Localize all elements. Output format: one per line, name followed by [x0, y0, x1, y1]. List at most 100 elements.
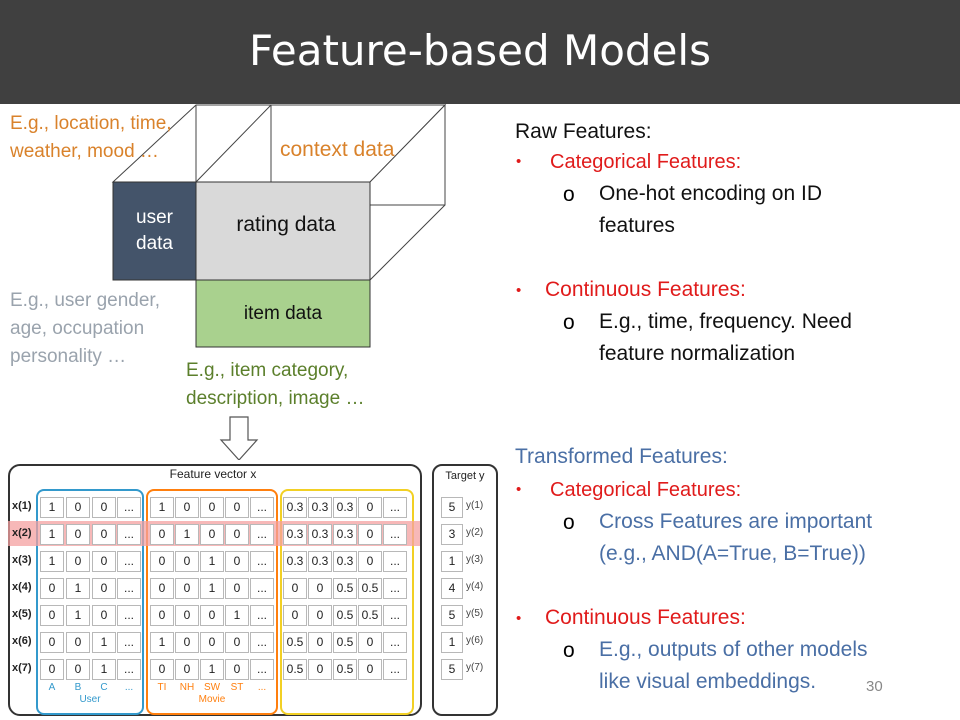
raw-cont-bullet: •	[516, 282, 522, 299]
user-cell: 0	[92, 497, 116, 518]
other-cell: ...	[383, 605, 407, 626]
trans-cont-sub-bullet: o	[563, 639, 575, 662]
title-bar	[0, 0, 960, 104]
rating-data-box	[195, 181, 371, 281]
movie-cell: 1	[200, 578, 224, 599]
user-cell: ...	[117, 551, 141, 572]
other-group-frame	[280, 489, 414, 715]
transformed-features-heading: Transformed Features:	[515, 445, 728, 468]
other-cell: ...	[383, 632, 407, 653]
target-cell: 5	[441, 497, 463, 518]
user-cell: ...	[117, 632, 141, 653]
target-label: y(3)	[466, 554, 484, 565]
raw-cat-bullet: •	[516, 153, 522, 170]
other-cell: ...	[383, 524, 407, 545]
movie-cell: 1	[150, 497, 174, 518]
user-cell: 0	[40, 632, 64, 653]
user-cell: 0	[92, 578, 116, 599]
user-cell: ...	[117, 497, 141, 518]
user-col-label: B	[74, 682, 82, 693]
user-cell: 1	[92, 632, 116, 653]
row-label: x(4)	[12, 581, 32, 593]
other-cell: 0.3	[308, 524, 332, 545]
target-title: Target y	[445, 470, 485, 482]
movie-cell: 0	[175, 551, 199, 572]
user-cell: 0	[40, 578, 64, 599]
target-cell: 3	[441, 524, 463, 545]
user-group-frame	[36, 489, 144, 715]
target-label: y(4)	[466, 581, 484, 592]
raw-cat-sub-bullet: o	[563, 183, 575, 206]
other-cell: 0	[308, 632, 332, 653]
movie-col-label: NH	[179, 682, 195, 693]
movie-cell: 0	[225, 632, 249, 653]
user-cell: 0	[40, 605, 64, 626]
movie-cell: ...	[250, 632, 274, 653]
user-cell: 1	[40, 551, 64, 572]
other-cell: 0.5	[283, 632, 307, 653]
user-cell: ...	[117, 524, 141, 545]
movie-cell: 0	[200, 497, 224, 518]
row-label: x(7)	[12, 662, 32, 674]
row-label: x(5)	[12, 608, 32, 620]
user-group-label: User	[79, 694, 101, 705]
down-arrow-icon	[219, 416, 259, 460]
movie-cell: 1	[200, 659, 224, 680]
row-label: x(1)	[12, 500, 32, 512]
user-cell: 1	[66, 605, 90, 626]
user-cell: 1	[40, 524, 64, 545]
item-data-box	[195, 279, 371, 348]
other-cell: 0.5	[333, 605, 357, 626]
other-cell: 0.5	[358, 605, 382, 626]
user-cell: ...	[117, 659, 141, 680]
movie-cell: 0	[150, 551, 174, 572]
target-label: y(6)	[466, 635, 484, 646]
movie-cell: 0	[175, 632, 199, 653]
item-example-line1: E.g., item category,	[186, 360, 349, 381]
movie-cell: 0	[175, 605, 199, 626]
movie-cell: 0	[225, 551, 249, 572]
user-cell: 0	[66, 632, 90, 653]
trans-cat-bullet: •	[516, 481, 522, 498]
trans-cat-sub-line1: Cross Features are important	[599, 510, 873, 533]
user-cell: 0	[66, 659, 90, 680]
movie-cell: 0	[175, 497, 199, 518]
target-cell: 1	[441, 551, 463, 572]
movie-cell: 0	[225, 497, 249, 518]
other-cell: ...	[383, 578, 407, 599]
context-example-line2: weather, mood …	[10, 141, 159, 162]
other-cell: 0	[283, 578, 307, 599]
target-label: y(2)	[466, 527, 484, 538]
target-cell: 4	[441, 578, 463, 599]
raw-cat-sub-line1: One-hot encoding on ID	[599, 182, 822, 205]
item-data-label: item data	[243, 303, 323, 324]
movie-cell: ...	[250, 497, 274, 518]
user-cell: 0	[92, 551, 116, 572]
other-cell: 0	[308, 578, 332, 599]
target-label: y(7)	[466, 662, 484, 673]
movie-cell: 0	[150, 605, 174, 626]
user-cell: 0	[92, 605, 116, 626]
row-label: x(6)	[12, 635, 32, 647]
user-col-label: A	[48, 682, 56, 693]
other-cell: 0.3	[333, 497, 357, 518]
movie-cell: 0	[175, 578, 199, 599]
target-frame	[432, 464, 498, 716]
movie-col-label: TI	[157, 682, 167, 693]
user-col-label: ...	[124, 682, 134, 693]
other-cell: 0.5	[333, 578, 357, 599]
other-cell: ...	[383, 497, 407, 518]
other-cell: 0	[308, 605, 332, 626]
feature-vector-frame	[8, 464, 422, 716]
other-cell: 0.5	[333, 632, 357, 653]
item-example-line2: description, image …	[186, 388, 365, 409]
user-data-label: user data	[113, 205, 196, 257]
movie-cell: 0	[150, 578, 174, 599]
target-cell: 5	[441, 605, 463, 626]
slide-title: Feature-based Models	[249, 26, 711, 75]
user-data-box	[112, 181, 197, 281]
other-cell: 0	[358, 551, 382, 572]
other-cell: 0	[358, 524, 382, 545]
row-label: x(2)	[12, 527, 32, 539]
other-cell: 0	[358, 632, 382, 653]
